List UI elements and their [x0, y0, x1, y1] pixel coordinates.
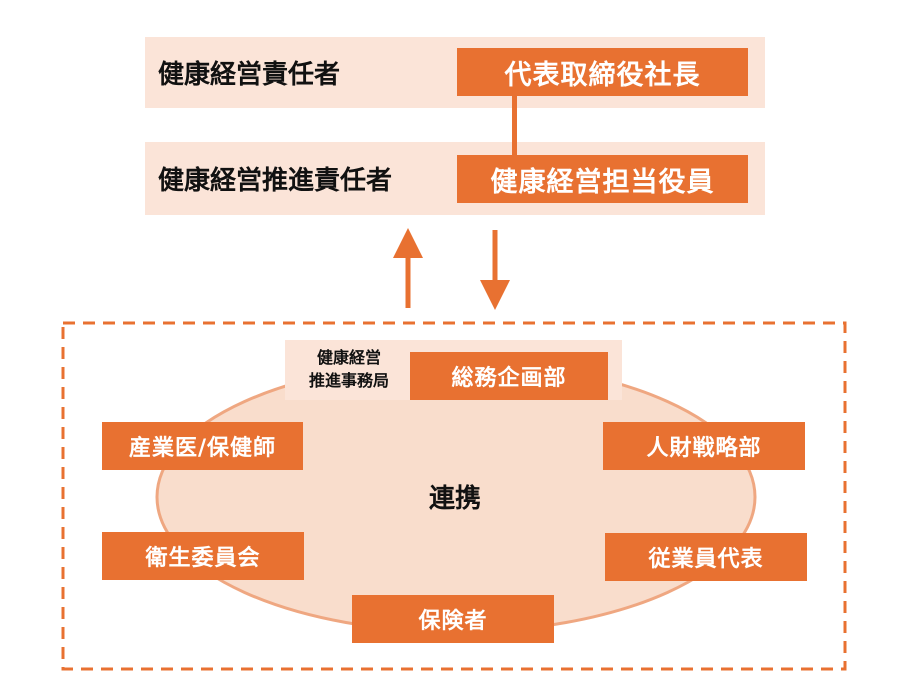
cooperation-dashed-frame	[61, 321, 847, 671]
box-general-affairs: 総務企画部	[410, 352, 608, 400]
box-insurer: 保険者	[352, 595, 554, 643]
box-hr-strategy: 人財戦略部	[603, 422, 805, 470]
label-health-management-officer: 健康経営責任者	[158, 60, 341, 90]
box-health-executive: 健康経営担当役員	[457, 155, 748, 203]
label-health-promotion-officer: 健康経営推進責任者	[158, 166, 393, 196]
box-employee-representative: 従業員代表	[605, 533, 807, 581]
box-health-committee: 衛生委員会	[102, 532, 304, 580]
secretariat-label-line2: 推進事務局	[308, 371, 389, 390]
connector-line	[512, 96, 517, 156]
secretariat-label-line1: 健康経営	[316, 348, 381, 367]
box-president: 代表取締役社長	[457, 48, 748, 96]
box-occupational-physician: 産業医/保健師	[102, 422, 303, 470]
secretariat-label: 健康経営 推進事務局	[290, 346, 408, 392]
cooperation-center-label: 連携	[428, 484, 481, 514]
